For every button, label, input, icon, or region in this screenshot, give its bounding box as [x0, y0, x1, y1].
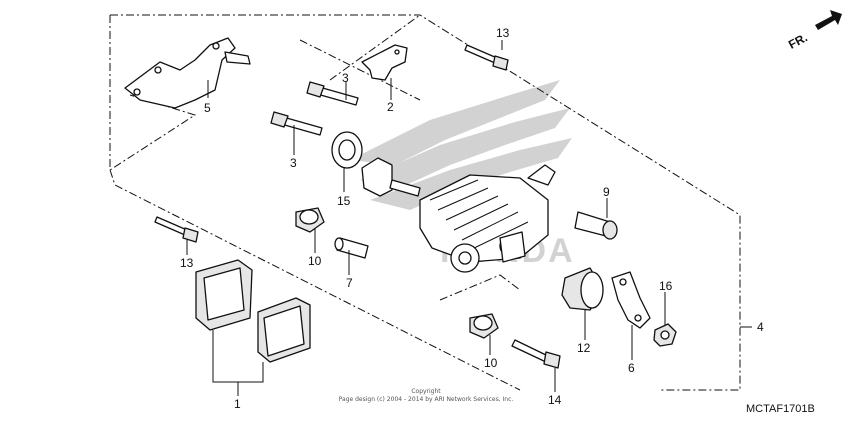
leader-lines: [186, 40, 666, 396]
callout-4: 4: [757, 320, 764, 334]
diagram-code: MCTAF1701B: [746, 403, 815, 415]
callout-5: 5: [204, 101, 211, 115]
clip-part-2: [361, 44, 408, 81]
callout-16: 16: [659, 279, 673, 293]
bolt-part-13-lower: [154, 216, 199, 243]
bolt-part-13-upper: [464, 44, 509, 71]
arrow-icon: [815, 10, 842, 30]
copyright-line-1: Copyright: [411, 388, 441, 395]
sleeve-part-7: [334, 237, 369, 259]
callout-1: 1: [234, 397, 241, 411]
front-direction-indicator: FR.: [786, 10, 842, 52]
callout-2: 2: [387, 100, 394, 114]
callout-13-upper: 13: [496, 26, 510, 40]
copyright-notice: Copyright Page design (c) 2004 - 2014 by…: [339, 388, 514, 403]
copyright-line-2: Page design (c) 2004 - 2014 by ARI Netwo…: [339, 396, 514, 403]
brake-pads-part-1: [195, 259, 311, 363]
cap-part-12: [561, 267, 604, 311]
nut-part-16: [653, 323, 677, 347]
caliper-body: [361, 157, 556, 273]
callout-12: 12: [577, 341, 591, 355]
callout-7: 7: [346, 276, 353, 290]
callout-labels: 13 5 3 2 3 15 9 10 7 13 16 4 12 10 6 14 …: [180, 26, 764, 411]
bleeder-part-9: [574, 211, 618, 240]
pin-part-3-lower: [270, 111, 323, 136]
boot-part-10-upper: [295, 207, 325, 233]
callout-13-lower: 13: [180, 256, 194, 270]
bolt-part-14: [511, 339, 561, 369]
callout-15: 15: [337, 194, 351, 208]
pin-part-3-upper: [306, 81, 359, 106]
fr-label: FR.: [786, 30, 810, 51]
bracket-part-5: [124, 37, 251, 109]
callout-9: 9: [603, 185, 610, 199]
stay-part-6: [611, 271, 651, 329]
callout-3-lower: 3: [290, 156, 297, 170]
boot-part-10-lower: [469, 313, 499, 339]
callout-10-upper: 10: [308, 254, 322, 268]
callout-10-lower: 10: [484, 356, 498, 370]
callout-3-upper: 3: [342, 71, 349, 85]
seal-part-15: [331, 131, 363, 169]
callout-6: 6: [628, 361, 635, 375]
callout-14: 14: [548, 393, 562, 407]
